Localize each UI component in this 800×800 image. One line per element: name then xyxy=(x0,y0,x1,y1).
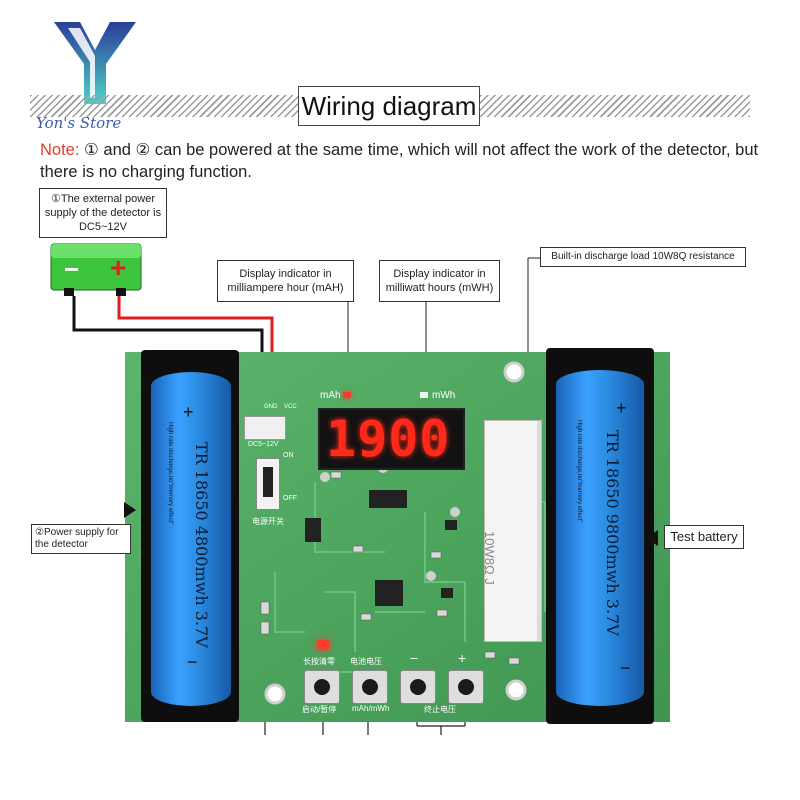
button3-sign: − xyxy=(410,650,419,666)
button1-bottom-label: 启动/暂停 xyxy=(302,705,337,714)
button2-bottom-label: mAh/mWh xyxy=(352,704,390,713)
plus-button[interactable] xyxy=(448,670,484,704)
mah-label: mAh xyxy=(320,390,341,401)
power-switch-label: 电源开关 xyxy=(252,517,284,526)
vcc-label: VCC xyxy=(284,404,297,410)
resistor-text: 10W8Ω J xyxy=(482,531,497,585)
status-led xyxy=(317,640,329,650)
off-label: OFF xyxy=(283,495,297,502)
right-battery: + TR 18650 9800mwh 3.7V High rate discha… xyxy=(556,370,644,706)
button1-top-label: 长按清零 xyxy=(303,657,335,666)
right-battery-small-text: High rate discharge,no"memory effect" xyxy=(576,420,582,523)
right-arrow-icon xyxy=(646,530,658,546)
button34-bottom-label: 终止电压 xyxy=(424,705,456,714)
power-switch[interactable] xyxy=(256,458,280,510)
left-battery-text: TR 18650 4800mwh 3.7V xyxy=(192,442,211,648)
dc-input-connector xyxy=(244,416,286,440)
power-minus-sign: − xyxy=(64,254,80,284)
external-power-box: − + xyxy=(50,240,142,296)
callout-test-battery: Test battery xyxy=(664,525,744,549)
right-battery-plus: + xyxy=(616,398,627,418)
note-body: ① and ② can be powered at the same time,… xyxy=(40,141,759,181)
gnd-label: GND xyxy=(264,404,278,410)
power-plus-sign: + xyxy=(110,252,127,283)
left-battery-plus: + xyxy=(183,402,194,422)
store-logo-icon xyxy=(54,22,136,104)
store-logo: Yon's Store xyxy=(36,18,150,138)
left-arrow-icon xyxy=(124,502,136,518)
callout-external-power: ①The external power supply of the detect… xyxy=(39,188,167,238)
note-label: Note: xyxy=(40,141,80,159)
callout-mwh-indicator: Display indicator in milliwatt hours (mW… xyxy=(379,260,500,302)
page-title: Wiring diagram xyxy=(298,86,480,126)
mah-mwh-button[interactable] xyxy=(352,670,388,704)
start-pause-button[interactable] xyxy=(304,670,340,704)
on-label: ON xyxy=(283,452,294,459)
discharge-resistor: 10W8Ω J xyxy=(482,420,542,642)
dc-input-label: DC5~12V xyxy=(248,441,279,448)
callout-mah-indicator: Display indicator in milliampere hour (m… xyxy=(217,260,354,302)
button4-sign: + xyxy=(458,650,467,666)
mwh-label: mWh xyxy=(432,390,456,401)
left-battery: + TR 18650 4800mwh 3.7V High rate discha… xyxy=(151,372,231,706)
minus-button[interactable] xyxy=(400,670,436,704)
store-name: Yon's Store xyxy=(36,114,122,132)
callout-power-supply: ②Power supply for the detector xyxy=(31,524,131,554)
note-text: Note: ① and ② can be powered at the same… xyxy=(40,139,790,183)
left-battery-minus: − xyxy=(187,652,198,672)
button2-top-label: 电池电压 xyxy=(350,657,382,666)
right-battery-text: TR 18650 9800mwh 3.7V xyxy=(603,430,622,636)
callout-discharge-load: Built-in discharge load 10W8Q resistance xyxy=(540,247,746,267)
display-value: 1900 xyxy=(326,410,451,468)
right-battery-minus: − xyxy=(620,658,631,678)
mah-led xyxy=(343,392,351,398)
left-battery-small-text: High rate discharge,no"memory effect" xyxy=(167,422,173,525)
segment-display: 1900 xyxy=(318,408,465,470)
power-switch-knob xyxy=(263,467,273,497)
header-hatch-left xyxy=(30,95,298,117)
mwh-led xyxy=(420,392,428,398)
header-hatch-right xyxy=(480,95,750,117)
